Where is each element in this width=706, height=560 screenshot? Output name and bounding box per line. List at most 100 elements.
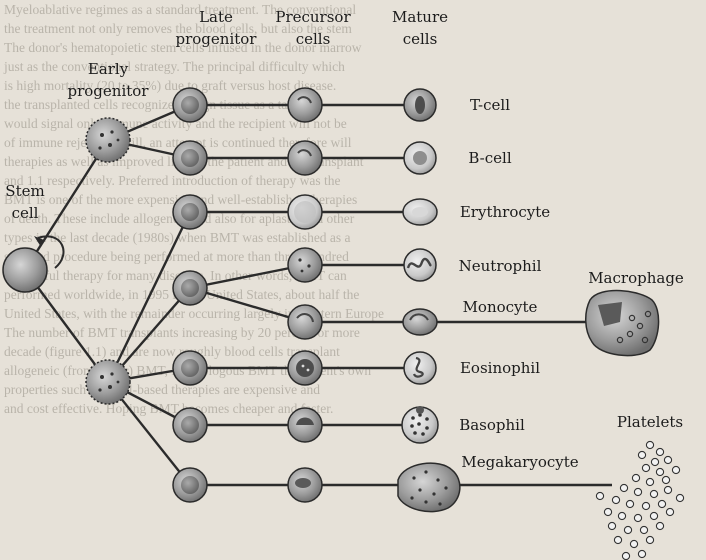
svg-text:would signal only immune activ: would signal only immune activity and th… [4,116,347,131]
platelet [671,465,681,475]
lineage-label-eosinophil: Eosinophil [460,359,540,377]
late-progenitor-cell [172,87,208,123]
precursor-cell [287,194,323,230]
platelet [645,535,655,545]
platelet [617,511,627,521]
platelets-label: Platelets [617,413,683,431]
basophil-shape [401,406,439,444]
platelet [629,539,639,549]
svg-text:decade (figure 1.1) and are no: decade (figure 1.1) and are now roughly … [4,344,340,359]
self-renewal-arrow-icon [34,236,44,247]
stem-cell [2,247,48,293]
platelet [650,457,660,467]
platelet [633,513,643,523]
megakaryocyte-shape [397,462,461,513]
late-progenitor-cell [172,140,208,176]
platelet [639,525,649,535]
platelet [619,483,629,493]
b-cell-shape [403,141,437,175]
platelet [625,499,635,509]
platelet [603,507,613,517]
svg-text:the transplanted cells recogni: the transplanted cells recognize foreign… [4,97,323,112]
svg-text:The number of BMT transplants: The number of BMT transplants increasing… [4,325,360,340]
monocyte-shape [402,308,438,336]
lineage-label-basophil: Basophil [459,416,525,434]
svg-text:Myeloablative regimes as a sta: Myeloablative regimes as a standard trea… [4,2,356,17]
early-progenitor-bottom [85,359,131,405]
svg-text:properties such that cell-base: properties such that cell-based therapie… [4,382,320,397]
late-progenitor-cell [172,270,208,306]
precursor-cell [287,304,323,340]
eosinophil-shape [403,351,437,385]
platelet [663,455,673,465]
platelet [631,473,641,483]
platelet [675,493,685,503]
precursor-cell [287,247,323,283]
svg-text:standard procedure being perfo: standard procedure being performed at mo… [4,249,349,264]
svg-text:and cost effective. Hoping BMT: and cost effective. Hoping BMT becomes c… [4,401,333,416]
late-progenitor-cell [172,467,208,503]
platelet [641,501,651,511]
precursor-cell [287,467,323,503]
t-cell-shape [403,88,437,122]
precursor-cell [287,140,323,176]
platelet [637,549,647,559]
lineage-label-t-cell: T-cell [470,96,510,114]
mature-cells [397,88,685,560]
platelet [645,440,655,450]
platelet [665,507,675,517]
svg-text:The donor's hematopoietic stem: The donor's hematopoietic stem cells inf… [4,40,362,55]
svg-text:just as the conventional strat: just as the conventional strategy. The p… [3,59,345,74]
precursor-cell [287,350,323,386]
platelet [621,551,631,560]
lineage-label-b-cell: B-cell [468,149,511,167]
svg-text:is high mortality (20 to 35%): is high mortality (20 to 35%) due to gra… [4,78,336,93]
platelet [661,475,671,485]
lineage-label-erythrocyte: Erythrocyte [460,203,550,221]
platelet [595,491,605,501]
late-progenitor-cells [172,87,208,503]
platelet [655,467,665,477]
platelet [663,485,673,495]
early-progenitor-cells [85,117,131,405]
platelet [641,463,651,473]
erythrocyte-shape [402,198,438,226]
late-progenitor-cell [172,350,208,386]
late-progenitor-cell [172,407,208,443]
platelet [645,477,655,487]
svg-text:the treatment not only removes: the treatment not only removes the blood… [4,21,352,36]
precursor-cells [287,87,323,503]
platelet [633,487,643,497]
platelet [657,499,667,509]
early-progenitor-top [85,117,131,163]
macrophage-label: Macrophage [588,269,684,287]
neutrophil-shape [403,248,437,282]
platelet [607,521,617,531]
platelets-cluster [595,440,685,560]
macrophage-shape [585,289,660,357]
platelet [649,489,659,499]
svg-text:successful therapy for many di: successful therapy for many diseases. In… [4,268,347,283]
lineage-label-monocyte: Monocyte [463,298,538,316]
platelet [649,511,659,521]
platelet [655,447,665,457]
late-progenitor-cell [172,194,208,230]
lineage-label-megakaryocyte: Megakaryocyte [461,453,578,471]
platelet [655,521,665,531]
lineage-label-neutrophil: Neutrophil [459,257,542,275]
precursor-cell [287,87,323,123]
platelet [637,450,647,460]
platelet [613,535,623,545]
platelet [611,495,621,505]
svg-text:and 1.1 respectively. Preferre: and 1.1 respectively. Preferred introduc… [4,173,341,188]
precursor-cell [287,407,323,443]
platelet [623,525,633,535]
